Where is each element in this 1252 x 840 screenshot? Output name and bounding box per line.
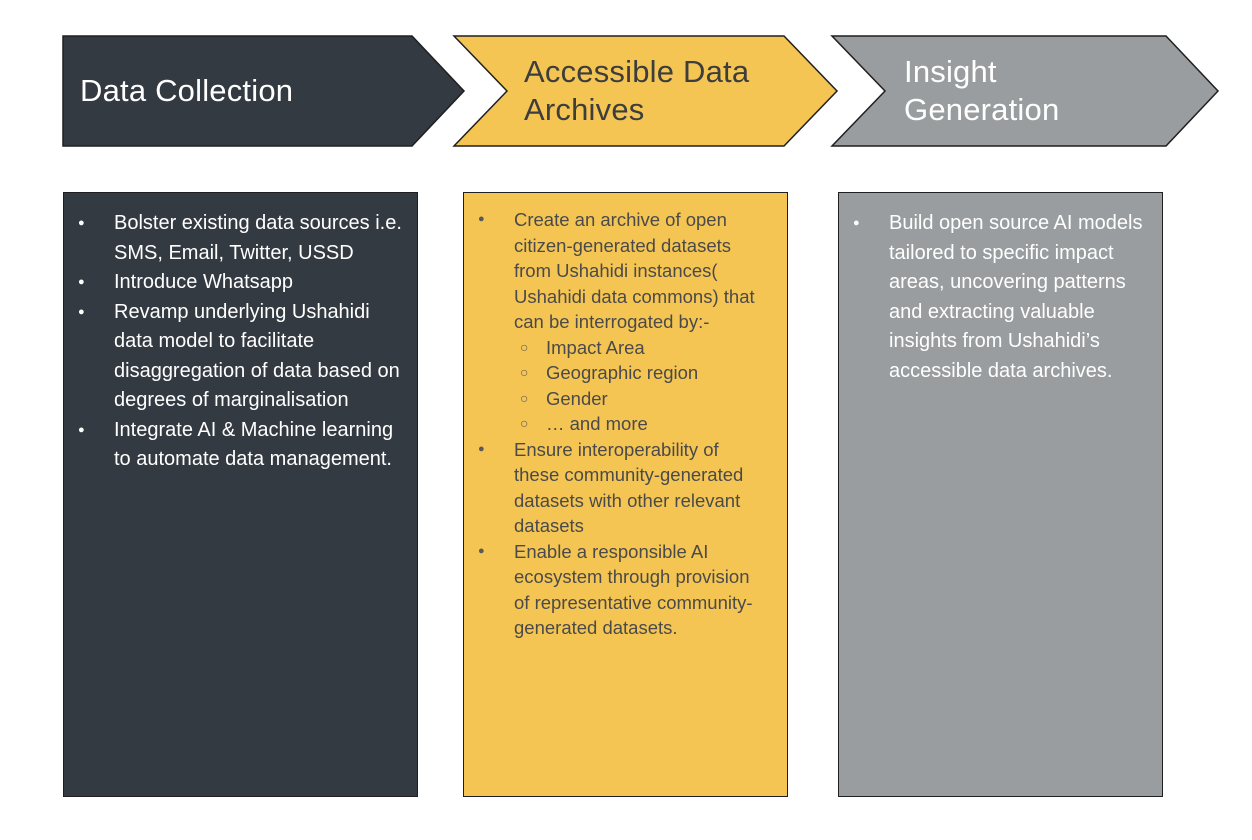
stage-title-data-collection: Data Collection xyxy=(80,73,294,108)
bullet-list: Build open source AI models tailored to … xyxy=(839,209,1154,386)
list-item: Integrate AI & Machine learning to autom… xyxy=(64,416,404,475)
list-item: Introduce Whatsapp xyxy=(64,268,404,298)
accessible-data-archives-details: Create an archive of open citizen-genera… xyxy=(463,192,788,797)
sub-list-item: Geographic region xyxy=(464,360,769,386)
stage-title-insight-generation: Insight Generation xyxy=(904,54,1060,127)
list-item: Revamp underlying Ushahidi data model to… xyxy=(64,298,404,416)
chevron-accessible-data-archives xyxy=(452,35,839,147)
chevron-insight-generation xyxy=(830,35,1220,147)
sub-list-item: … and more xyxy=(464,411,769,437)
bullet-list: Bolster existing data sources i.e. SMS, … xyxy=(64,209,404,475)
chevron-data-collection xyxy=(62,35,466,147)
bullet-list: Create an archive of open citizen-genera… xyxy=(464,207,769,641)
stage-title-accessible-data-archives: Accessible Data Archives xyxy=(524,54,750,127)
list-item: Enable a responsible AI ecosystem throug… xyxy=(464,539,769,641)
data-collection-details: Bolster existing data sources i.e. SMS, … xyxy=(63,192,418,797)
list-item: Build open source AI models tailored to … xyxy=(839,209,1154,386)
process-chevrons xyxy=(62,35,1220,147)
list-item: Create an archive of open citizen-genera… xyxy=(464,207,769,335)
insight-generation-details: Build open source AI models tailored to … xyxy=(838,192,1163,797)
list-item: Bolster existing data sources i.e. SMS, … xyxy=(64,209,404,268)
sub-list-item: Impact Area xyxy=(464,335,769,361)
sub-list-item: Gender xyxy=(464,386,769,412)
list-item: Ensure interoperability of these communi… xyxy=(464,437,769,539)
